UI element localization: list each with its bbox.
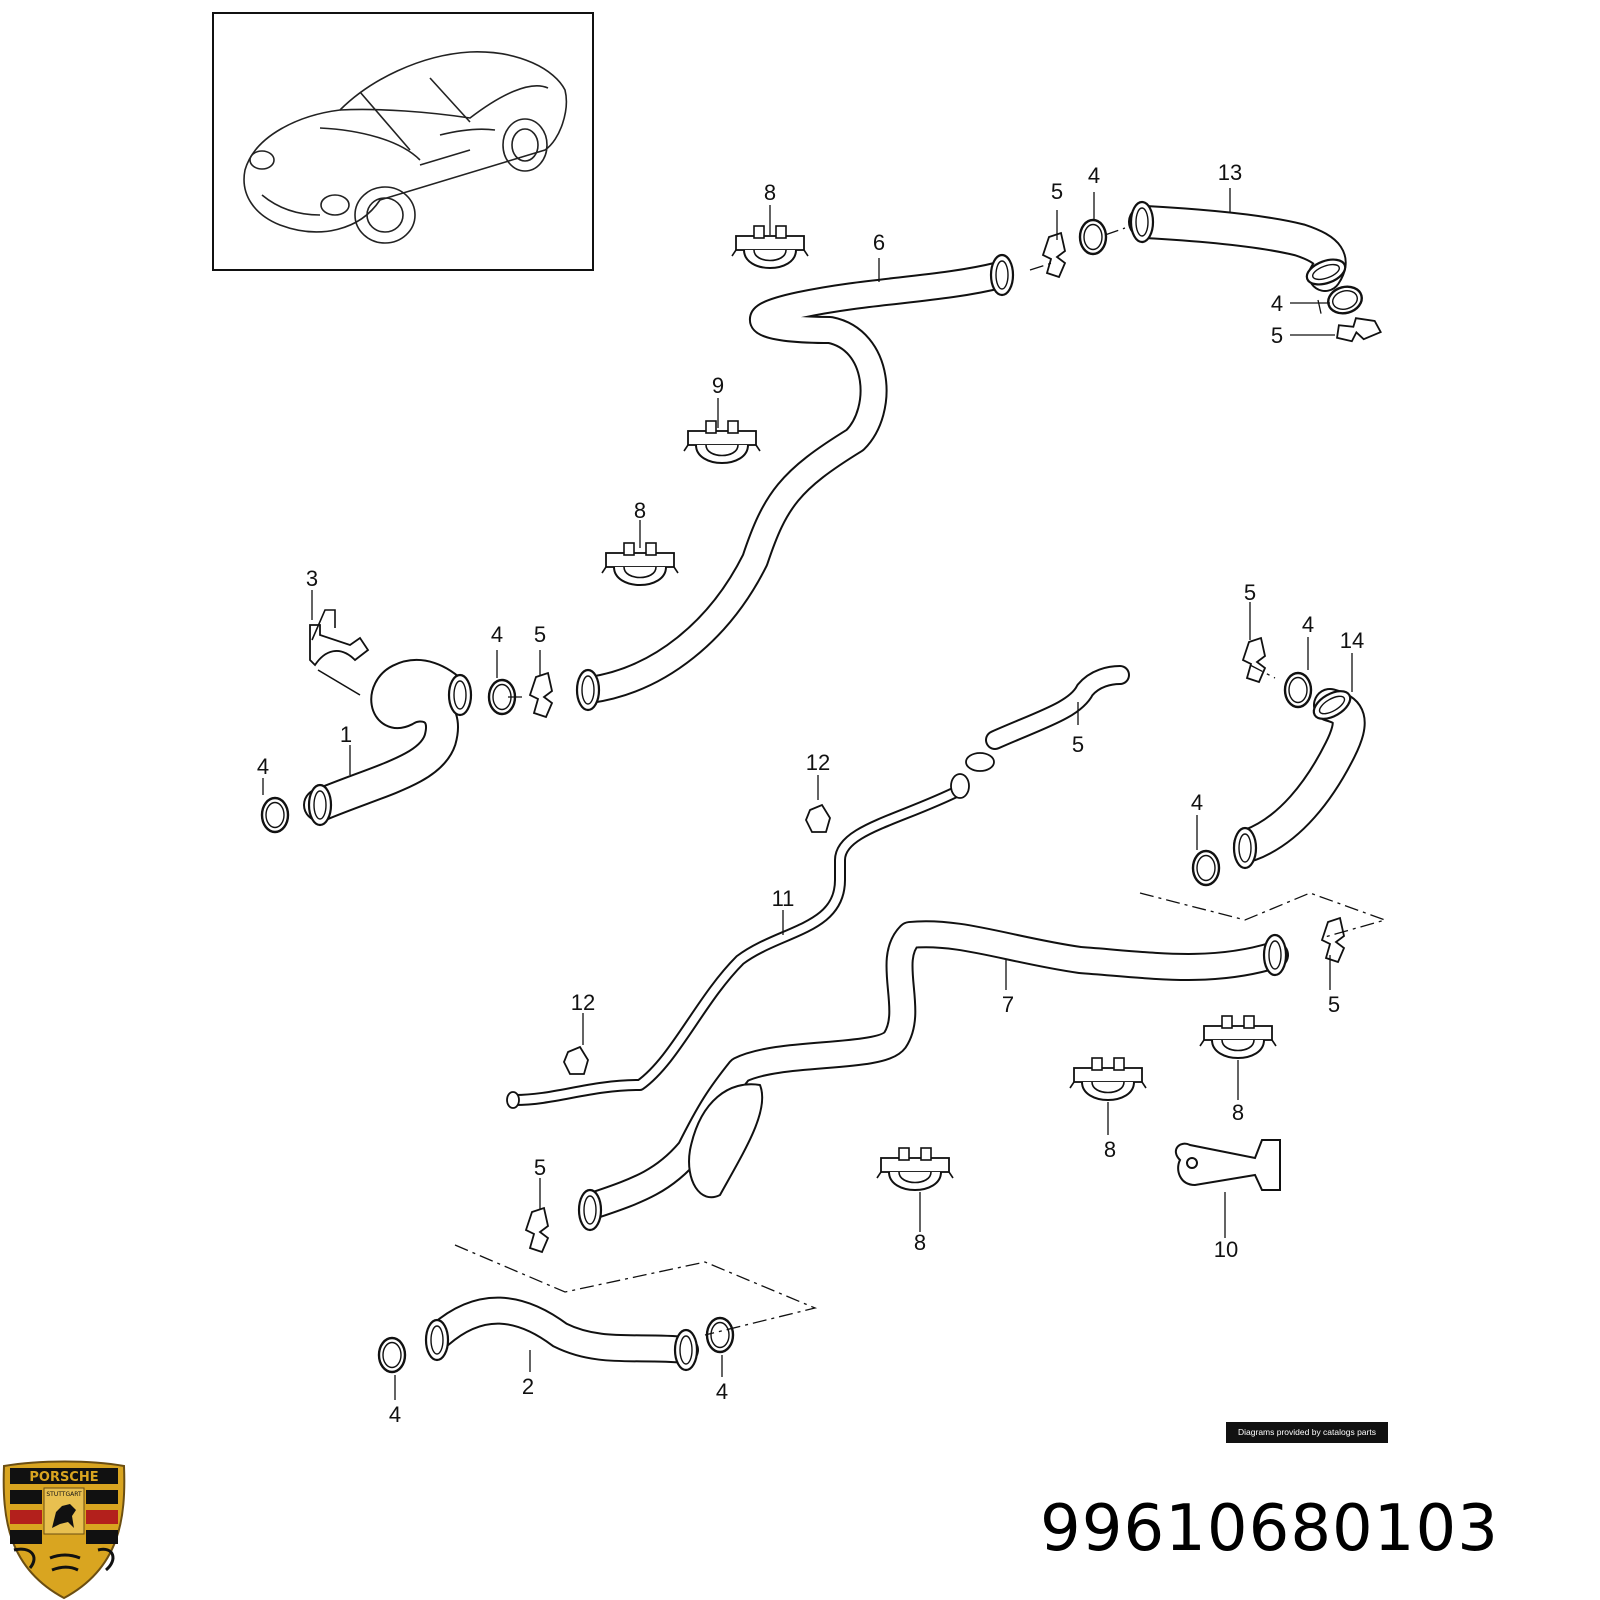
- crest-lettering-stuttgart: STUTTGART: [46, 1491, 82, 1498]
- callout-13: 13: [1218, 160, 1242, 185]
- callout-8: 8: [914, 1230, 926, 1255]
- hose-5-small: [985, 665, 1130, 750]
- callout-12: 12: [806, 750, 830, 775]
- callout-8: 8: [634, 498, 646, 523]
- callout-6: 6: [873, 230, 885, 255]
- clips-12: [506, 752, 995, 1109]
- callout-4: 4: [1302, 612, 1314, 637]
- callout-5: 5: [534, 1155, 546, 1180]
- callout-4: 4: [1191, 790, 1203, 815]
- hose-6: [576, 261, 1014, 704]
- car-drawing: [243, 51, 568, 244]
- spring-clips: [525, 232, 1383, 1253]
- diagram-credit: Diagrams provided by catalogs parts: [1226, 1422, 1388, 1443]
- crest-lettering-porsche: PORSCHE: [29, 1470, 98, 1485]
- callout-8: 8: [1232, 1100, 1244, 1125]
- callout-9: 9: [712, 373, 724, 398]
- porsche-crest: PORSCHE STUTTGART: [2, 1460, 126, 1600]
- callout-12: 12: [571, 990, 595, 1015]
- callout-4: 4: [257, 754, 269, 779]
- callout-11: 11: [772, 886, 795, 911]
- callout-14: 14: [1340, 628, 1364, 653]
- callout-4: 4: [389, 1402, 401, 1427]
- callout-5: 5: [1051, 179, 1063, 204]
- part-number: 99610680103: [1040, 1492, 1499, 1566]
- callout-labels: 1 2 3 4 4 4 4 4 4 4 4 5 5 5 5 5 5 5 6 7 …: [257, 160, 1364, 1427]
- hose-14: [1233, 688, 1366, 862]
- callout-2: 2: [522, 1374, 534, 1399]
- holders: [309, 225, 1277, 1191]
- callout-5: 5: [1328, 992, 1340, 1017]
- hose-7: [581, 920, 1289, 1219]
- callout-8: 8: [764, 180, 776, 205]
- bracket-10: [1174, 1139, 1281, 1191]
- vehicle-inset: [212, 12, 594, 271]
- callout-5: 5: [534, 622, 546, 647]
- callout-3: 3: [306, 566, 318, 591]
- callout-4: 4: [1088, 163, 1100, 188]
- callout-4: 4: [716, 1379, 728, 1404]
- callout-5: 5: [1244, 580, 1256, 605]
- leader-lines: [262, 188, 1353, 1400]
- guide-lines: [454, 227, 1388, 1336]
- hose-1: [303, 659, 472, 822]
- hose-2: [426, 1296, 699, 1364]
- callout-4: 4: [1271, 291, 1283, 316]
- hose-ends: [307, 200, 1356, 1372]
- hose-13: [1128, 205, 1347, 292]
- callout-7: 7: [1002, 992, 1014, 1017]
- callout-10: 10: [1214, 1237, 1238, 1262]
- callout-5: 5: [1271, 323, 1283, 348]
- callout-4: 4: [491, 622, 503, 647]
- callout-5: 5: [1072, 732, 1084, 757]
- line-11: [509, 784, 966, 1106]
- callout-1: 1: [340, 722, 352, 747]
- callout-8: 8: [1104, 1137, 1116, 1162]
